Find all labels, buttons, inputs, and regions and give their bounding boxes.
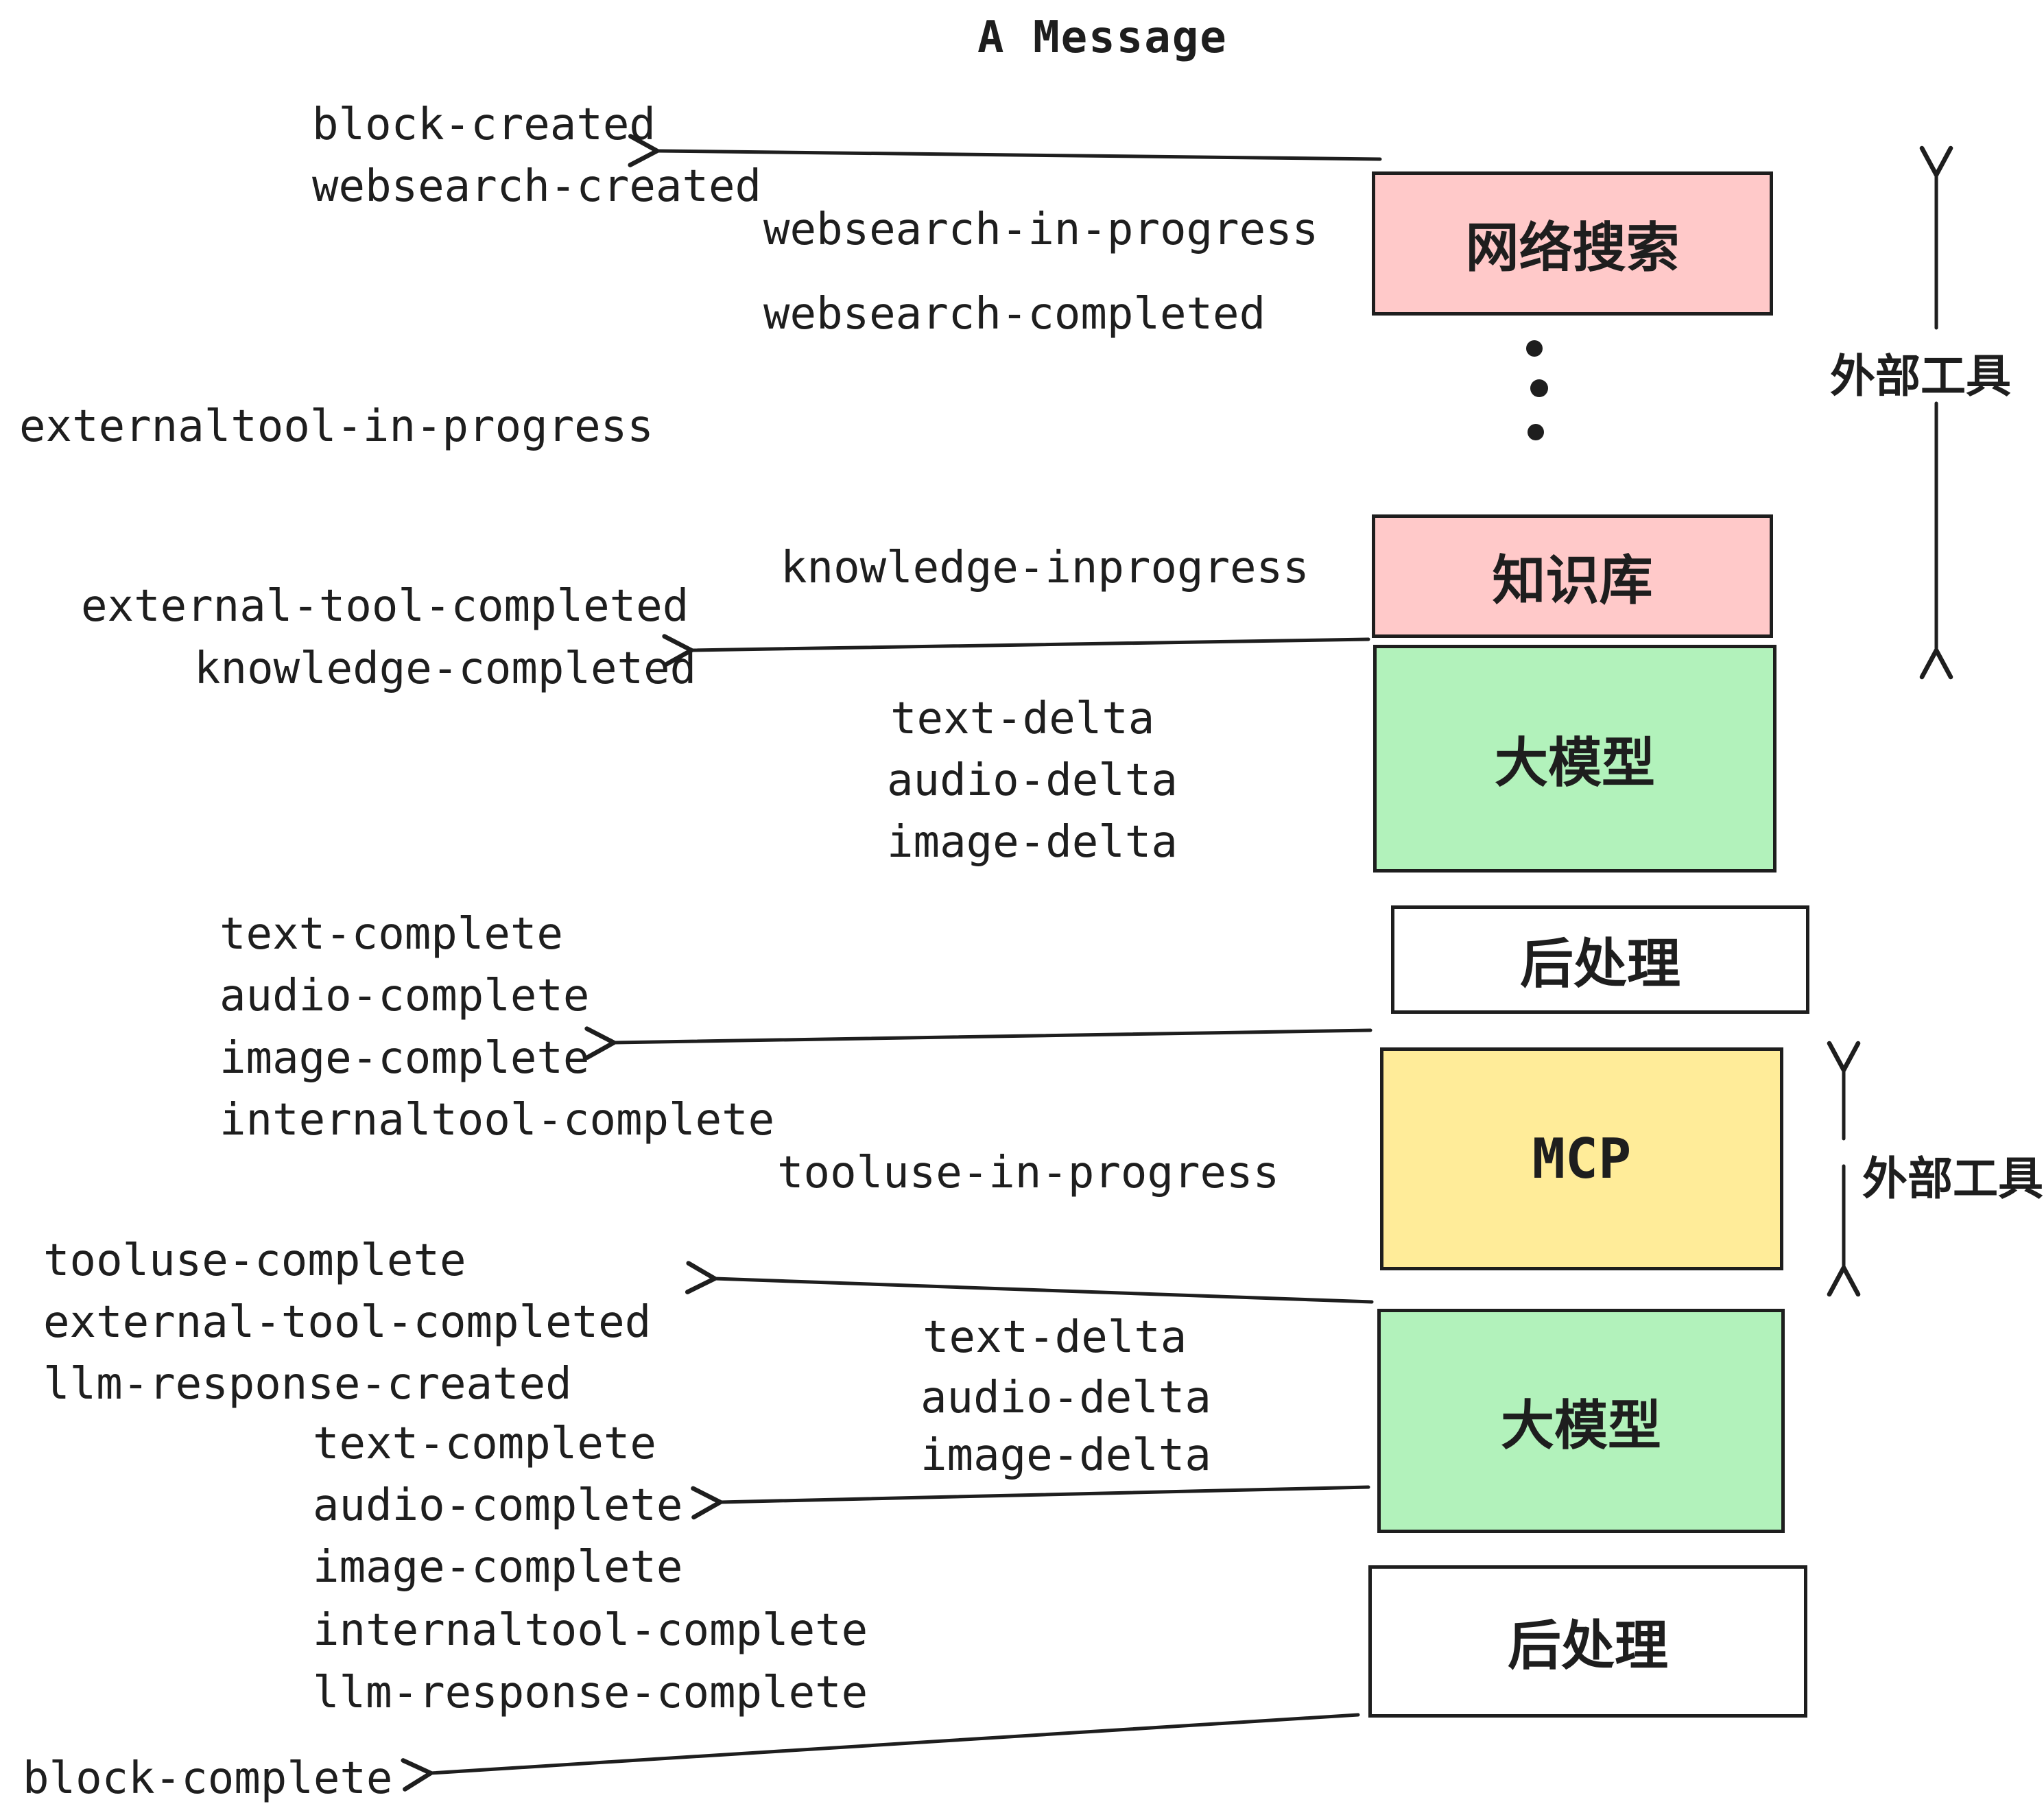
event-external-tool-completed-1: external-tool-completed bbox=[81, 581, 689, 632]
event-image-complete-2: image-complete bbox=[313, 1542, 683, 1593]
box-postprocess-2: 后处理 bbox=[1368, 1565, 1807, 1718]
external-tools-label-2: 外部工具 bbox=[1862, 1152, 2043, 1205]
event-knowledge-completed: knowledge-completed bbox=[194, 643, 697, 694]
event-websearch-in-progress: websearch-in-progress bbox=[763, 204, 1319, 255]
event-block-created: block-created bbox=[312, 99, 656, 150]
event-internaltool-complete-1: internaltool-complete bbox=[219, 1095, 775, 1146]
ellipsis-dot-2 bbox=[1530, 379, 1548, 397]
ellipsis-dot-3 bbox=[1528, 424, 1544, 440]
box-llm-2-label: 大模型 bbox=[1500, 1394, 1661, 1457]
event-image-delta-1: image-delta bbox=[887, 817, 1178, 868]
event-llm-response-created: llm-response-created bbox=[43, 1359, 572, 1410]
event-audio-complete-2: audio-complete bbox=[313, 1480, 683, 1531]
diagram-title: A Message bbox=[977, 12, 1228, 63]
ellipsis-dot-1 bbox=[1526, 340, 1543, 357]
event-image-delta-2: image-delta bbox=[920, 1430, 1211, 1481]
box-postprocess-1-label: 后处理 bbox=[1519, 934, 1680, 995]
event-externaltool-in-progress: externaltool-in-progress bbox=[19, 401, 654, 452]
box-mcp-label: MCP bbox=[1532, 1127, 1632, 1191]
event-image-complete-1: image-complete bbox=[219, 1033, 590, 1084]
box-mcp: MCP bbox=[1380, 1047, 1783, 1270]
box-websearch: 网络搜索 bbox=[1372, 171, 1773, 316]
external-tools-label-1: 外部工具 bbox=[1830, 350, 2011, 403]
event-audio-delta-1: audio-delta bbox=[887, 755, 1178, 806]
event-text-delta-1: text-delta bbox=[890, 693, 1155, 744]
box-postprocess-1: 后处理 bbox=[1391, 905, 1809, 1014]
event-websearch-completed: websearch-completed bbox=[763, 289, 1266, 340]
box-postprocess-2-label: 后处理 bbox=[1507, 1615, 1668, 1677]
event-websearch-created: websearch-created bbox=[312, 161, 762, 212]
event-text-complete-2: text-complete bbox=[313, 1419, 656, 1469]
arrow-to-block-created bbox=[628, 134, 1382, 167]
arrow-to-block-complete bbox=[401, 1713, 1360, 1792]
event-knowledge-inprogress: knowledge-inprogress bbox=[781, 543, 1309, 593]
arrow-to-image-complete bbox=[584, 1026, 1372, 1060]
event-tooluse-complete: tooluse-complete bbox=[43, 1235, 466, 1286]
event-llm-response-complete: llm-response-complete bbox=[313, 1667, 868, 1718]
event-block-complete: block-complete bbox=[23, 1753, 393, 1804]
box-llm-2: 大模型 bbox=[1377, 1309, 1785, 1533]
event-text-delta-2: text-delta bbox=[923, 1312, 1187, 1363]
event-audio-complete-1: audio-complete bbox=[219, 971, 590, 1021]
arrow-to-audio-complete bbox=[691, 1485, 1370, 1520]
event-internaltool-complete-2: internaltool-complete bbox=[313, 1605, 868, 1656]
event-text-complete-1: text-complete bbox=[219, 909, 563, 960]
event-audio-delta-2: audio-delta bbox=[920, 1373, 1211, 1423]
arrow-to-knowledge-completed bbox=[662, 634, 1370, 667]
box-websearch-label: 网络搜索 bbox=[1465, 217, 1680, 279]
box-llm-1: 大模型 bbox=[1373, 645, 1776, 873]
arrow-to-external-tool-completed bbox=[685, 1261, 1374, 1304]
event-tooluse-in-progress: tooluse-in-progress bbox=[777, 1148, 1280, 1198]
box-knowledge: 知识库 bbox=[1372, 514, 1773, 638]
event-external-tool-completed-2: external-tool-completed bbox=[43, 1297, 652, 1348]
box-knowledge-label: 知识库 bbox=[1492, 550, 1653, 612]
box-llm-1-label: 大模型 bbox=[1494, 733, 1655, 794]
